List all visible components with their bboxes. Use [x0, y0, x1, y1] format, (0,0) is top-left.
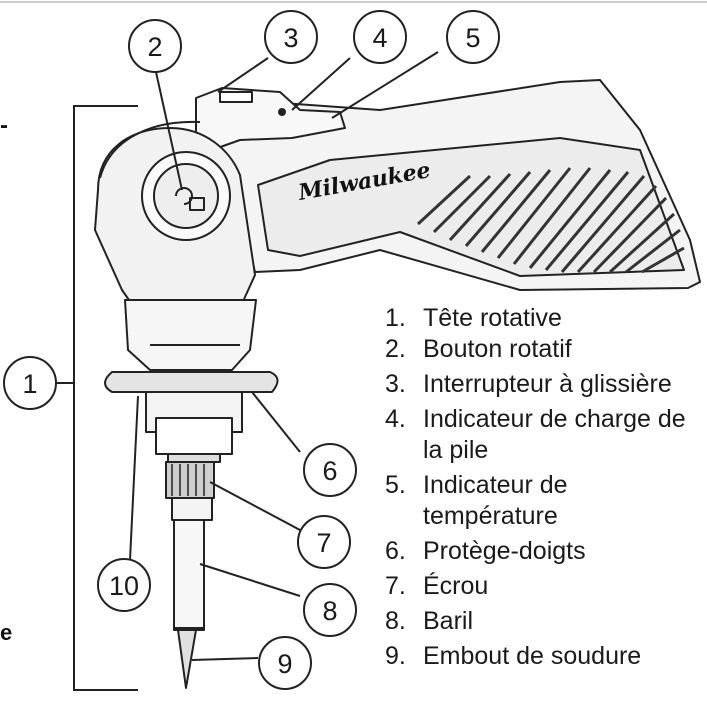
legend-item-2: 2. Bouton rotatif [385, 334, 705, 365]
callout-circle-6 [303, 443, 357, 497]
leader-lines [129, 51, 439, 661]
legend-item-4: 4. Indicateur de charge de la pile [385, 404, 705, 466]
edge-fragment-bottom: e [0, 620, 13, 645]
tool-body [94, 79, 701, 689]
callout-number-3: 3 [283, 23, 298, 53]
grip-ribs [416, 167, 685, 274]
callout-circle-1 [3, 356, 57, 410]
legend-item-6: 6. Protège-doigts [385, 536, 705, 567]
legend-number: 9. [385, 642, 406, 670]
legend-label: Écrou [423, 572, 489, 600]
legend-label: Interrupteur à glissière [423, 370, 672, 398]
legend-label: Indicateur de charge de la pile [423, 405, 686, 464]
legend-label: Tête rotative [423, 304, 562, 332]
callout-number-4: 4 [372, 23, 387, 53]
legend-number: 6. [385, 537, 406, 565]
legend-label: Protège-doigts [423, 537, 586, 565]
callout-number-5: 5 [465, 23, 480, 53]
callout-number-10: 10 [109, 571, 139, 601]
callout-numbers: 2 3 4 5 1 6 7 10 8 9 [22, 23, 480, 679]
legend-label: Indicateur de température [423, 471, 568, 530]
callout-circle-8 [303, 583, 357, 637]
legend-number: 7. [385, 572, 406, 600]
legend-number: 2. [385, 335, 406, 363]
legend-item-9: 9. Embout de soudure [385, 641, 705, 672]
legend-item-7: 7. Écrou [385, 571, 705, 602]
legend-number: 3. [385, 370, 406, 398]
callout-circle-5 [446, 10, 500, 64]
legend-number: 8. [385, 607, 406, 635]
legend-number: 1. [385, 304, 406, 332]
edge-fragment-top: - [0, 112, 8, 139]
callout-number-7: 7 [316, 528, 331, 558]
legend-number: 4. [385, 405, 406, 433]
callout-circle-4 [353, 10, 407, 64]
legend-label: Bouton rotatif [423, 335, 572, 363]
legend-item-3: 3. Interrupteur à glissière [385, 369, 705, 400]
legend-item-8: 8. Baril [385, 606, 705, 637]
callout-circle-7 [297, 515, 351, 569]
callout-number-6: 6 [322, 456, 337, 486]
callout-number-8: 8 [322, 596, 337, 626]
legend-item-5: 5. Indicateur de température [385, 470, 705, 532]
head-bracket [55, 105, 138, 691]
callout-circle-2 [128, 19, 182, 73]
parts-legend: 1. Tête rotative 2. Bouton rotatif 3. In… [385, 303, 705, 701]
callout-number-9: 9 [277, 649, 292, 679]
callout-circles [3, 10, 500, 690]
callout-circle-9 [258, 636, 312, 690]
nut [165, 461, 215, 499]
legend-number: 5. [385, 471, 406, 499]
legend-item-1: 1. Tête rotative [385, 303, 705, 334]
callout-number-2: 2 [147, 32, 162, 62]
solder-tip [177, 629, 197, 689]
legend-label: Embout de soudure [423, 642, 642, 670]
callout-number-1: 1 [22, 369, 37, 399]
callout-circle-10 [97, 558, 151, 612]
barrel [173, 519, 205, 631]
legend-label: Baril [423, 607, 474, 635]
callout-circle-3 [264, 10, 318, 64]
